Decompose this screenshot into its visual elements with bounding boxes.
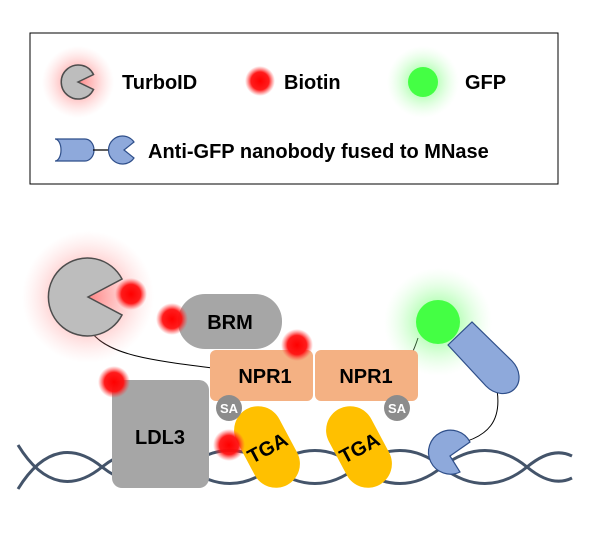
turboid-legend-icon <box>60 64 95 100</box>
gfp-legend-icon <box>408 67 438 97</box>
sa-right-badge <box>384 395 410 421</box>
nanobody-legend-icon <box>54 135 135 165</box>
biotin-dot <box>281 329 313 361</box>
gfp-icon <box>416 300 460 344</box>
npr1-left-label: NPR1 <box>238 366 291 388</box>
biotin-dot <box>115 278 147 310</box>
dna-helix <box>16 444 573 490</box>
gfp-legend-label: GFP <box>465 72 506 94</box>
biotin-legend-icon <box>245 66 275 96</box>
npr1-right-box <box>315 350 418 401</box>
biotin-dot <box>156 303 188 335</box>
npr1-right-label: NPR1 <box>339 366 392 388</box>
turboid-icon <box>47 257 124 337</box>
nanobody-icon <box>447 321 520 395</box>
turboid-legend-label: TurboID <box>122 72 197 94</box>
sa-right-label: SA <box>388 401 407 416</box>
nanobody-legend-label: Anti-GFP nanobody fused to MNase <box>148 141 489 163</box>
ldl3-label: LDL3 <box>135 427 185 449</box>
tga-left-box <box>234 406 300 488</box>
legend-box: TurboID Biotin GFP Anti-GFP nanobody fus… <box>29 32 559 185</box>
biotin-dot <box>213 429 245 461</box>
mnase-icon <box>427 429 471 475</box>
sa-left-badge <box>216 395 242 421</box>
npr1-left-box <box>210 350 313 401</box>
ldl3-box <box>112 380 209 488</box>
tga-right-box <box>326 406 392 488</box>
sa-left-label: SA <box>220 401 239 416</box>
brm-label: BRM <box>207 312 253 334</box>
biotin-legend-label: Biotin <box>284 72 341 94</box>
brm-box <box>178 294 282 349</box>
biotin-dot <box>98 366 130 398</box>
